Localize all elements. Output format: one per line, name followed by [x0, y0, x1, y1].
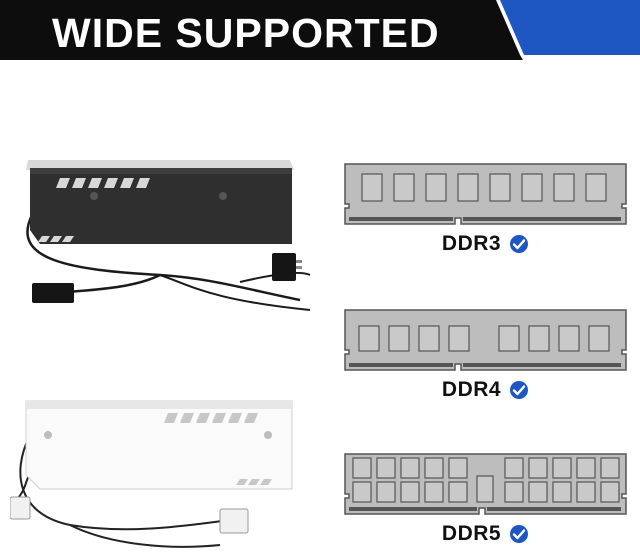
banner-black-edge: [0, 55, 523, 60]
white-connector-icon: [9, 496, 31, 520]
banner-shape: [0, 0, 640, 60]
argb-connector-icon: [32, 283, 74, 303]
ddr3-module-icon: [344, 163, 627, 225]
check-circle-icon: [510, 235, 529, 253]
ram-block-ddr5: DDR5: [343, 452, 628, 552]
white-heatsink-product: [9, 395, 330, 555]
check-circle-icon: [510, 381, 529, 399]
ddr5-label: DDR5: [441, 522, 502, 545]
ram-block-ddr4: DDR4: [343, 308, 628, 408]
ram-block-ddr3: DDR3: [343, 162, 628, 262]
ddr5-module-icon: [344, 453, 627, 515]
ddr4-label-row: DDR4: [343, 378, 628, 402]
white-fan-connector-icon: [219, 508, 249, 534]
banner-title: WIDE SUPPORTED: [52, 10, 440, 56]
black-heatsink-product: [10, 150, 330, 325]
banner-black-band: [0, 0, 520, 55]
fan-connector-icon: [272, 253, 296, 281]
ddr4-label: DDR4: [441, 378, 502, 401]
ddr3-label-row: DDR3: [343, 232, 628, 256]
ddr3-label: DDR3: [441, 232, 502, 255]
header-banner: WIDE SUPPORTED: [0, 0, 640, 66]
ddr5-label-row: DDR5: [343, 522, 628, 546]
banner-blue-band: [500, 0, 640, 55]
ddr4-module-icon: [344, 309, 627, 371]
check-circle-icon: [510, 525, 529, 543]
